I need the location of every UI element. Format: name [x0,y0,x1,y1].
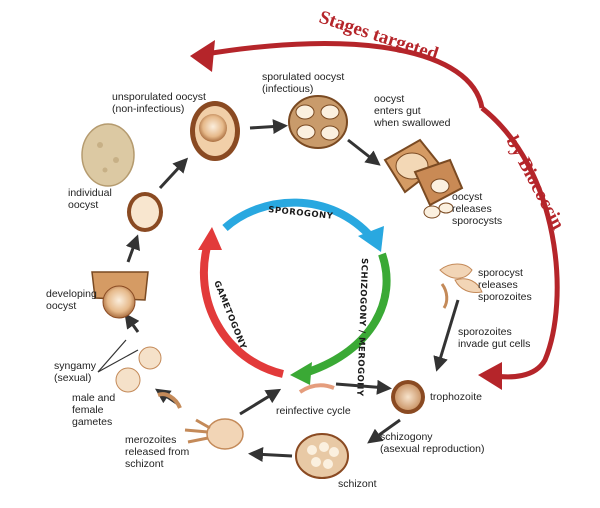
sporulated-oocyst-image [288,95,348,149]
label-line: oocyst [68,199,98,211]
biococcin-arc [190,40,560,390]
label-line: gametes [72,416,112,428]
label-line: (sexual) [54,372,91,384]
label-line: reinfective cycle [276,405,351,417]
label-trophozoite: trophozoite [430,391,482,403]
banner-line-2: by Biococcin [502,132,569,233]
label-line: releases [478,279,518,291]
label-line: released from [125,446,189,458]
label-line: sporocyst [478,267,523,279]
banner-line-1: Stages targeted [316,7,441,65]
label-line: oocyst [374,93,404,105]
label-schizont: schizont [338,478,377,490]
label-line: sporozoites [458,326,512,338]
label-line: oocyst [452,191,482,203]
label-line: oocyst [46,300,76,312]
label-schizogony: schizogony(asexual reproduction) [380,431,484,455]
label-line: enters gut [374,105,421,117]
label-line: female [72,404,104,416]
label-line: invade gut cells [458,338,530,350]
label-line: syngamy [54,360,97,372]
label-sporulated: sporulated oocyst(infectious) [262,71,344,95]
label-line: unsporulated oocyst [112,91,206,103]
label-unsporulated: unsporulated oocyst(non-infectious) [112,91,206,115]
unsporulated-oocyst-image [190,101,240,161]
label-line: (asexual reproduction) [380,443,484,455]
label-schizogony: SCHIZOGONY / MEROGONY [354,258,369,397]
label-line: merozoites [125,434,176,446]
label-line: when swallowed [373,117,451,129]
label-line: schizont [338,478,377,490]
label-line: individual [68,187,112,199]
label-syngamy: syngamy(sexual) [54,360,97,384]
label-line: sporozoites [478,291,532,303]
label-line: trophozoite [430,391,482,403]
label-line: schizont [125,458,164,470]
trophozoite-image [391,380,425,414]
label-line: male and [72,392,115,404]
schizont-image [295,433,349,479]
label-line: (non-infectious) [112,103,184,115]
label-line: (infectious) [262,83,313,95]
stage-labels: unsporulated oocyst(non-infectious) sporu… [46,71,532,490]
label-line: releases [452,203,492,215]
sporocyst-releases-image [439,263,483,309]
merozoites-image [184,418,244,450]
label-line: developing [46,288,97,300]
inner-cycle [198,198,391,385]
oocyst-enters-gut-image [383,138,464,219]
individual-oocyst-image [81,123,135,187]
individual-oocyst-small-image [127,192,163,232]
gametes-image [115,346,182,409]
label-line: sporulated oocyst [262,71,344,83]
developing-oocyst-image [91,271,149,319]
label-line: schizogony [380,431,433,443]
label-line: sporocysts [452,215,502,227]
syngamy-pointers [97,339,139,373]
label-reinfective: reinfective cycle [276,405,351,417]
reinfective-merozoite-image [298,383,335,394]
